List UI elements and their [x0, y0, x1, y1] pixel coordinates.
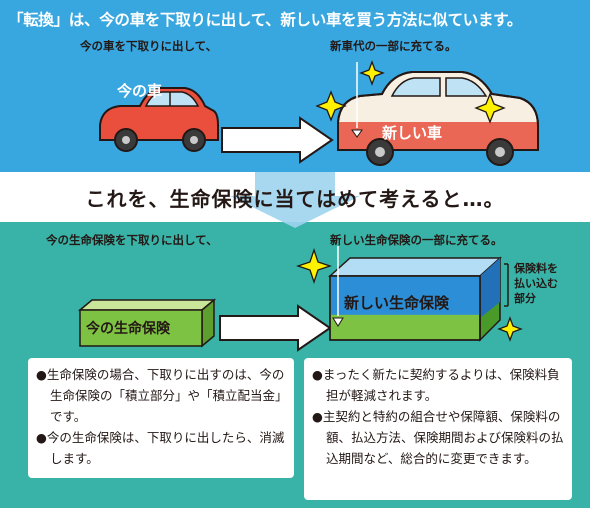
sparkle-icon — [497, 316, 523, 342]
premium-note: 保険料を 払い込む 部分 — [514, 261, 558, 306]
sparkle-icon — [295, 247, 333, 285]
bottom-caption-right: 新しい生命保険の一部に充てる。 — [330, 233, 503, 247]
old-car-illustration — [99, 87, 219, 152]
premium-note-line: 保険料を — [514, 262, 558, 275]
sparkle-icon — [474, 92, 506, 124]
old-policy-box — [77, 298, 217, 348]
notes-left: ●生命保険の場合、下取りに出すのは、今の生命保険の「積立部分」や「積立配当金」で… — [28, 358, 294, 478]
bottom-arrow — [219, 304, 332, 352]
top-headline: 「転換」は、今の車を下取りに出して、新しい車を買う方法に似ています。 — [8, 11, 523, 29]
top-arrow — [221, 116, 334, 164]
note-item: ●主契約と特約の組合せや保障額、保険料の額、払込方法、保険期間および保険料の払込… — [312, 409, 564, 466]
premium-note-line: 部分 — [514, 292, 536, 305]
top-caption-right: 新車代の一部に充てる。 — [330, 39, 457, 53]
sparkle-icon — [315, 90, 347, 122]
middle-headline: これを、生命保険に当てはめて考えると…。 — [85, 187, 505, 211]
new-car-illustration — [337, 62, 539, 166]
premium-note-line: 払い込む — [514, 277, 558, 290]
old-policy-label: 今の生命保険 — [86, 321, 170, 337]
notes-right: ●まったく新たに契約するよりは、保険料負担が軽減されます。 ●主契約と特約の組合… — [304, 358, 572, 500]
new-car-label: 新しい車 — [382, 124, 443, 142]
top-caption-left: 今の車を下取りに出して、 — [80, 39, 218, 53]
old-car-label: 今の車 — [117, 82, 163, 100]
sparkle-icon — [359, 60, 385, 86]
bottom-caption-left: 今の生命保険を下取りに出して、 — [46, 233, 218, 247]
new-policy-box — [328, 246, 509, 342]
note-item: ●生命保険の場合、下取りに出すのは、今の生命保険の「積立部分」や「積立配当金」で… — [36, 367, 285, 424]
note-item: ●今の生命保険は、下取りに出したら、消滅します。 — [36, 430, 285, 466]
new-policy-label: 新しい生命保険 — [344, 294, 450, 312]
transition-arrow — [230, 172, 360, 228]
note-item: ●まったく新たに契約するよりは、保険料負担が軽減されます。 — [312, 367, 560, 403]
